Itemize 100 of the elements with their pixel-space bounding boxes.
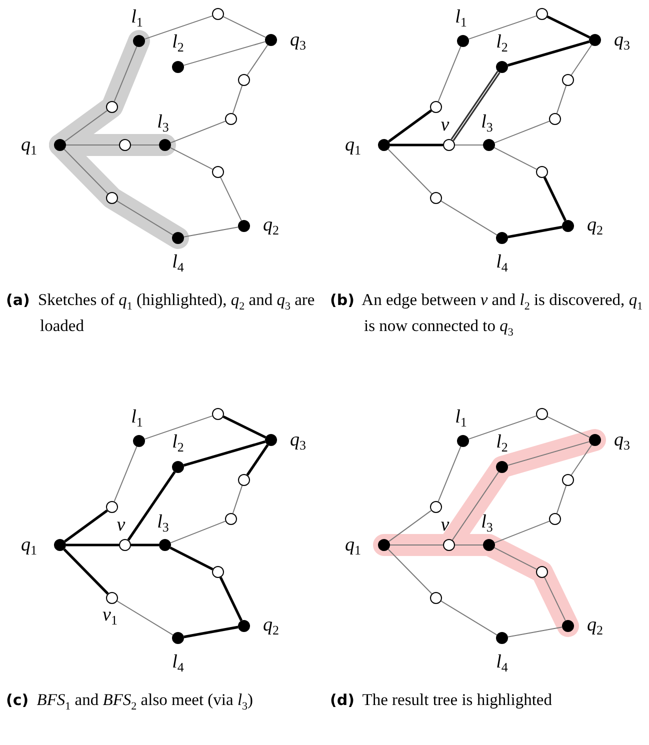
vertex-label: l$_{1}$ (131, 408, 143, 428)
graph-edge (114, 46, 138, 102)
hollow-vertex (238, 74, 250, 86)
vertex-label: v (116, 516, 126, 534)
filled-vertex (457, 35, 469, 47)
vertex-label: l$_{2}$ (496, 32, 508, 54)
graph-edge (454, 544, 484, 546)
hollow-vertex (430, 192, 442, 204)
graph-edge (440, 600, 498, 636)
hollow-vertex (549, 513, 561, 525)
filled-vertex (133, 435, 145, 447)
graph-edge (543, 176, 567, 222)
vertex-label: l$_{4}$ (496, 252, 508, 274)
vertex-label: q$_{3}$ (614, 430, 630, 452)
filled-vertex (238, 620, 250, 632)
graph-edge (246, 44, 268, 76)
hollow-vertex (536, 8, 548, 20)
filled-vertex (265, 434, 277, 446)
graph-edge (388, 148, 432, 194)
filled-vertex (378, 139, 390, 151)
vertex-label: l$_{4}$ (496, 652, 508, 674)
vertex-label: l$_{4}$ (172, 652, 184, 674)
graph-edge (183, 226, 239, 238)
hollow-vertex (536, 166, 548, 178)
filled-vertex (496, 232, 508, 244)
filled-vertex (457, 435, 469, 447)
hollow-vertex (430, 501, 442, 513)
vertex-label: q$_{1}$ (345, 136, 361, 156)
filled-vertex (483, 139, 495, 151)
graph-edge (494, 147, 538, 170)
graph-edge (127, 471, 176, 541)
graph-edge (183, 41, 266, 66)
graph-edge (184, 626, 238, 638)
graph-edge (183, 440, 266, 467)
vertex-label: l$_{4}$ (172, 252, 184, 274)
graph-edge (570, 44, 592, 76)
vertex-label: q$_{2}$ (263, 216, 279, 236)
graph-edge (232, 485, 243, 514)
graph-edge (468, 415, 537, 440)
vertex-label: l$_{2}$ (172, 32, 184, 54)
graph-edge (388, 548, 432, 594)
graph-edge (116, 200, 174, 236)
vertex-label: l$_{3}$ (157, 512, 169, 534)
hollow-vertex (225, 513, 237, 525)
graph-edge (454, 144, 484, 146)
hollow-vertex (106, 501, 118, 513)
vertex-label: v (440, 116, 450, 134)
vertex-label: l$_{1}$ (455, 8, 467, 28)
hollow-vertex (212, 566, 224, 578)
vertex-label: q$_{1}$ (21, 536, 37, 556)
hollow-vertex (536, 408, 548, 420)
hollow-vertex (106, 592, 118, 604)
vertex-label: q$_{1}$ (21, 136, 37, 156)
graph-edge (170, 147, 214, 170)
graph-edge (66, 544, 119, 546)
hollow-vertex (119, 539, 131, 551)
filled-vertex (172, 632, 184, 644)
graph-edge (232, 85, 243, 114)
graph-edge (507, 40, 590, 67)
graph-edge (219, 576, 243, 622)
graph-edge (144, 15, 213, 40)
vertex-label: q$_{3}$ (290, 430, 306, 452)
graph-edge (170, 546, 214, 570)
filled-vertex (496, 61, 508, 73)
graph-edge (144, 415, 213, 440)
graph-edge (494, 120, 550, 144)
filled-vertex (562, 220, 574, 232)
graph-edge (170, 120, 226, 144)
hollow-vertex (225, 113, 237, 125)
graph-edge (546, 15, 590, 39)
graph-edge (66, 144, 120, 146)
graph-edge (116, 600, 174, 636)
hollow-vertex (212, 408, 224, 420)
graph-edge (388, 510, 432, 542)
graph-edge (438, 446, 462, 502)
graph-edge (556, 485, 567, 514)
vertex-label: l$_{1}$ (455, 408, 467, 428)
graph-edge (130, 144, 160, 146)
vertex-label: l$_{3}$ (157, 112, 169, 134)
vertex-label: q$_{1}$ (345, 536, 361, 556)
subfigure-caption: (b) An edge between v and l$_{2}$ is discovered, q$_{1}$ is now connected to q$_{3}$ (330, 290, 644, 341)
graph-edge (468, 15, 537, 40)
graph-edge (131, 544, 159, 546)
hollow-vertex (443, 139, 455, 151)
filled-vertex (172, 61, 184, 73)
filled-vertex (172, 461, 184, 473)
vertex-label: q$_{2}$ (587, 216, 603, 236)
graph-edge (438, 46, 462, 102)
hollow-vertex (430, 101, 442, 113)
graph-edge (390, 544, 444, 546)
graph-edge (450, 70, 500, 142)
filled-vertex (238, 220, 250, 232)
graph-edge (544, 576, 566, 622)
vertex-label: v (440, 516, 450, 534)
graph-edge (508, 226, 562, 238)
graph-edge (570, 444, 592, 476)
filled-vertex (265, 34, 277, 46)
graph-edge (63, 548, 109, 595)
graph-edge (494, 520, 550, 544)
graph-edge (64, 148, 108, 194)
